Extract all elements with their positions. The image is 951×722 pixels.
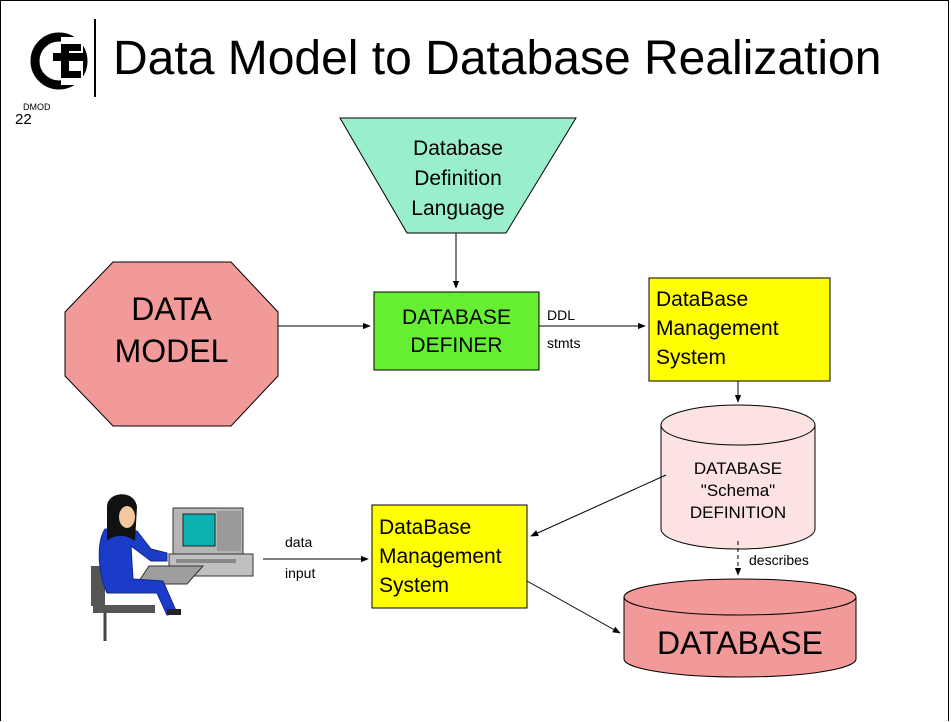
database-definer-label: DATABASE DEFINER	[374, 304, 539, 360]
schema-definition-line1: DATABASE	[693, 459, 783, 478]
dbms-bottom-line3: System	[379, 574, 450, 597]
ddl-language-line2: Definition	[414, 167, 502, 190]
page-number: 22	[15, 111, 32, 128]
dbms-top-line3: System	[656, 346, 727, 369]
data-model-octagon	[64, 261, 279, 427]
dbms-top-line2: Management	[656, 317, 779, 340]
user-at-computer-icon	[91, 494, 254, 641]
dbms-top-line1: DataBase	[656, 288, 749, 311]
edge-label-describes: describes	[749, 552, 809, 568]
edge-dbms-to-database	[526, 580, 621, 634]
edges	[263, 233, 742, 634]
data-model-line2: MODEL	[114, 333, 229, 369]
database-definer-line1: DATABASE	[402, 306, 511, 329]
database-cylinder	[623, 578, 857, 678]
ce-logo-icon	[30, 32, 88, 90]
dbms-top-label: DataBase Management System	[656, 285, 779, 372]
data-model-line1: DATA	[131, 291, 212, 327]
database-label: DATABASE	[657, 625, 823, 661]
ddl-language-trapezoid	[339, 117, 577, 234]
section-code: DMOD	[23, 102, 51, 112]
ddl-language-line3: Language	[411, 197, 505, 220]
edge-schema-to-dbms-bottom	[530, 474, 667, 537]
database-definer-line2: DEFINER	[410, 334, 503, 357]
edge-label-data: data	[285, 534, 313, 550]
dbms-bottom-line1: DataBase	[379, 516, 472, 539]
edge-label-ddl: DDL	[547, 307, 576, 323]
schema-definition-cylinder	[660, 404, 816, 550]
schema-definition-line2: "Schema"	[700, 481, 776, 500]
edge-label-stmts: stmts	[547, 335, 581, 351]
slide-title: Data Model to Database Realization	[113, 32, 882, 85]
ddl-language-label: Database Definition Language	[401, 134, 515, 224]
schema-definition-label: DATABASE "Schema" DEFINITION	[661, 458, 815, 524]
ddl-language-line1: Database	[413, 137, 503, 160]
edge-label-input: input	[285, 565, 316, 581]
data-model-label: DATA MODEL	[65, 288, 278, 372]
dbms-bottom-line2: Management	[379, 545, 502, 568]
dbms-top-box	[648, 277, 831, 382]
dbms-bottom-label: DataBase Management System	[379, 513, 502, 600]
dbms-bottom-box	[371, 504, 528, 609]
schema-definition-line3: DEFINITION	[689, 503, 787, 522]
database-definer-box	[373, 291, 540, 371]
